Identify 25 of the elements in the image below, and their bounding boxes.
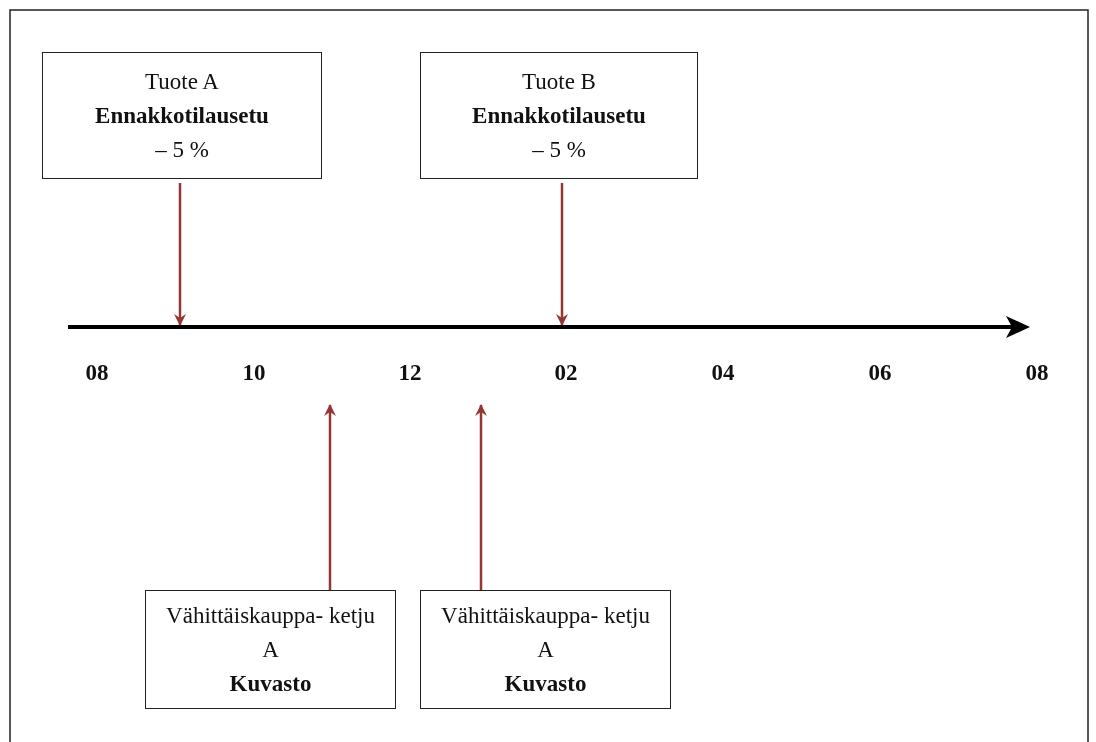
box-text: Vähittäiskauppa- ketju A [165,601,376,664]
arrow [556,183,568,326]
text-box [420,590,671,709]
arrow [174,183,186,326]
box-text: Vähittäiskauppa- ketju A [440,601,651,664]
tick-label: 06 [868,360,892,386]
arrow [475,404,487,590]
text-box [145,590,396,709]
tick-label: 10 [242,360,266,386]
arrow [324,404,336,590]
box-text: – 5 % [531,135,587,164]
heading-text: Ennakkotilausetu [471,101,647,130]
tick-label: 04 [711,360,735,386]
tick-label: 08 [1025,360,1049,386]
tick-label: 02 [554,360,578,386]
heading-text: Kuvasto [228,669,313,698]
tick-label: 12 [398,360,422,386]
box-text: – 5 % [154,135,210,164]
box-text: Tuote A [144,67,220,96]
text-box [42,52,322,179]
heading-text: Kuvasto [503,669,588,698]
tick-label: 08 [85,360,109,386]
text-box [420,52,698,179]
box-text: Tuote B [521,67,597,96]
heading-text: Ennakkotilausetu [94,101,270,130]
